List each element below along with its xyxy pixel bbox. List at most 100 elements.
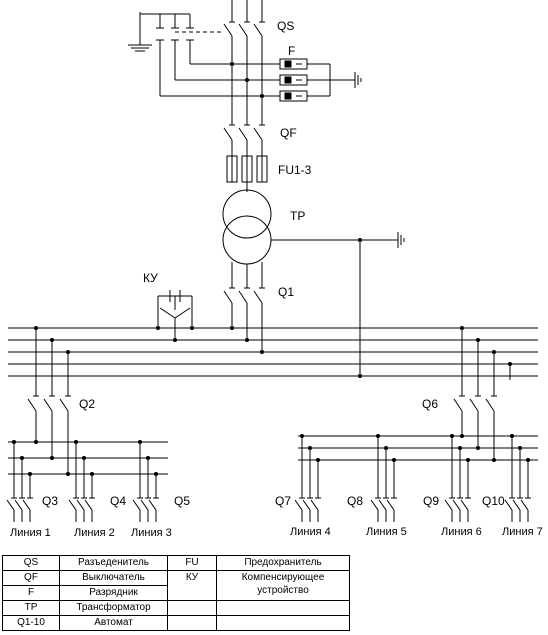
wire	[310, 499, 319, 511]
label-q4: Q4	[110, 494, 126, 508]
label-f: F	[288, 44, 295, 58]
disconnector-qs	[175, 0, 265, 125]
legend-desc: Разъеденитель	[59, 555, 168, 571]
line-label-3: Линия 3	[131, 527, 172, 539]
legend-desc: Предохранитель	[216, 555, 350, 571]
junction-dot	[518, 446, 522, 450]
junction-dot	[458, 446, 462, 450]
junction-dot	[82, 456, 86, 460]
junction-dot	[190, 326, 194, 330]
line-label-1: Линия 1	[10, 527, 51, 539]
junction-dot	[460, 326, 464, 330]
junction-dot	[173, 338, 177, 342]
wire	[22, 499, 31, 511]
wire	[132, 499, 141, 511]
breaker-qf	[223, 124, 265, 156]
wire	[140, 499, 149, 511]
junction-dot	[230, 62, 234, 66]
wire	[68, 499, 77, 511]
main-bus	[8, 327, 538, 377]
legend-desc: Компенсирующее устройство	[216, 570, 350, 601]
legend-desc	[216, 600, 350, 616]
wire	[452, 499, 461, 511]
junction-dot	[12, 440, 16, 444]
breaker-q6	[453, 328, 511, 460]
junction-dot	[308, 446, 312, 450]
label-q6: Q6	[422, 397, 438, 411]
wire	[148, 499, 157, 511]
junction-dot	[230, 326, 234, 330]
junction-dot	[245, 78, 249, 82]
label-q3: Q3	[42, 494, 58, 508]
right-sub-bus	[298, 435, 538, 461]
label-q5: Q5	[174, 494, 190, 508]
junction-dot	[476, 446, 480, 450]
legend-row: QS Разъеденитель FU Предохранитель	[2, 555, 350, 571]
line-label-2: Линия 2	[74, 527, 115, 539]
wire	[14, 499, 23, 511]
label-q7: Q7	[275, 494, 291, 508]
label-q1: Q1	[278, 285, 294, 299]
junction-dot	[526, 458, 530, 462]
compensator-ku	[157, 290, 193, 340]
junction-dot	[260, 350, 264, 354]
legend-table: QS Разъеденитель FU Предохранитель QF Вы…	[2, 555, 350, 631]
legend-row: TP Трансформатор	[2, 600, 350, 616]
junction-dot	[50, 338, 54, 342]
legend-desc: Разрядник	[59, 585, 168, 601]
legend-row: QF Выключатель КУ Компенсирующее устройс…	[2, 570, 350, 601]
junction-dot	[392, 458, 396, 462]
label-ku: КУ	[143, 271, 158, 285]
label-q9: Q9	[423, 494, 439, 508]
feeder-breakers	[6, 436, 531, 522]
electrical-scheme: QS F QF FU1-3 TP КУ Q1 Q2 Q6 Q3 Q4 Q5 Q7…	[6, 0, 543, 539]
junction-dot	[34, 326, 38, 330]
wire	[370, 499, 379, 511]
transformer-tp	[222, 189, 405, 376]
junction-dot	[156, 326, 160, 330]
junction-dot	[146, 456, 150, 460]
wire	[76, 499, 85, 511]
wire	[294, 499, 303, 511]
wire	[302, 499, 311, 511]
legend-code: FU	[167, 555, 217, 571]
wire	[460, 499, 469, 511]
label-tp: TP	[290, 209, 305, 223]
junction-dot	[66, 350, 70, 354]
label-qs: QS	[277, 19, 294, 33]
junction-dot	[245, 338, 249, 342]
junction-dot	[300, 434, 304, 438]
legend-code: F	[2, 585, 60, 601]
wire	[378, 499, 387, 511]
junction-dot	[358, 374, 362, 378]
legend-code: КУ	[167, 570, 217, 601]
junction-dot	[34, 440, 38, 444]
junction-dot	[66, 472, 70, 476]
wire	[6, 499, 15, 511]
junction-dot	[384, 446, 388, 450]
junction-dot	[492, 458, 496, 462]
label-q8: Q8	[347, 494, 363, 508]
left-sub-bus	[8, 441, 168, 475]
junction-dot	[138, 440, 142, 444]
legend-desc	[216, 615, 350, 631]
legend-code	[167, 600, 217, 616]
junction-dot	[376, 434, 380, 438]
junction-dot	[74, 440, 78, 444]
fuses-fu	[226, 155, 268, 192]
junction-dot	[476, 338, 480, 342]
legend-desc: Трансформатор	[59, 600, 168, 616]
junction-dot	[260, 94, 264, 98]
wire	[512, 499, 521, 511]
junction-dot	[450, 434, 454, 438]
breaker-q2	[27, 328, 71, 474]
line-label-6: Линия 6	[441, 526, 482, 538]
wire	[444, 499, 453, 511]
junction-dot	[90, 472, 94, 476]
junction-dot	[20, 456, 24, 460]
breaker-q1	[223, 287, 265, 352]
junction-dot	[466, 458, 470, 462]
arrester-f	[279, 58, 362, 102]
junction-dot	[358, 238, 362, 242]
label-fu: FU1-3	[278, 163, 312, 177]
